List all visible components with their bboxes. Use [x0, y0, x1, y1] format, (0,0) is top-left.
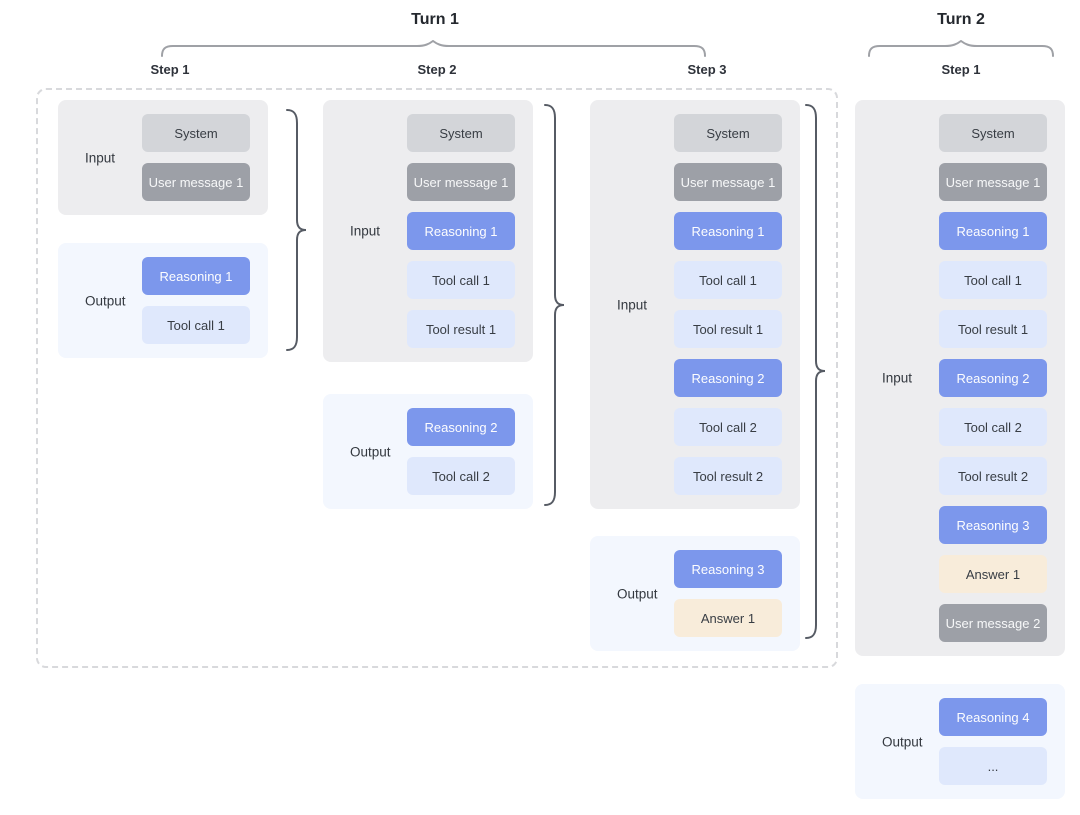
chip-tool: Tool result 2 [939, 457, 1047, 495]
chip-tool: Tool result 1 [674, 310, 782, 348]
chip-tool: Tool call 1 [674, 261, 782, 299]
chip-reasoning: Reasoning 1 [407, 212, 515, 250]
turn2-span-brace [868, 40, 1054, 57]
chip-system: System [939, 114, 1047, 152]
chip-answer: Answer 1 [674, 599, 782, 637]
chip-answer: Answer 1 [939, 555, 1047, 593]
chip-system: System [407, 114, 515, 152]
turn1-step3-label: Step 3 [687, 62, 727, 77]
chip-reasoning: Reasoning 1 [142, 257, 250, 295]
chip-reasoning: Reasoning 3 [939, 506, 1047, 544]
step2-to-step3-brace [544, 104, 565, 506]
input-label: Input [882, 370, 913, 386]
chip-user: User message 2 [939, 604, 1047, 642]
input-label: Input [617, 297, 648, 312]
chip-tool: Tool call 2 [407, 457, 515, 495]
chip-user: User message 1 [142, 163, 250, 201]
chip-reasoning: Reasoning 1 [939, 212, 1047, 250]
chip-tool: Tool call 2 [939, 408, 1047, 446]
chip-system: System [142, 114, 250, 152]
chip-list: Reasoning 3 Answer 1 [674, 536, 800, 651]
turn2-step1-output-panel: Output Reasoning 4... [855, 684, 1065, 799]
turn1-step1-label: Step 1 [150, 62, 190, 77]
chip-tool: Tool call 1 [407, 261, 515, 299]
input-label: Input [350, 223, 381, 239]
chip-reasoning: Reasoning 2 [674, 359, 782, 397]
output-label: Output [85, 293, 126, 308]
chip-tool: Tool result 1 [939, 310, 1047, 348]
chip-reasoning: Reasoning 4 [939, 698, 1047, 736]
output-label: Output [617, 586, 658, 601]
chip-list: Reasoning 4... [939, 684, 1065, 799]
turn1-step3-output-panel: Output Reasoning 3 Answer 1 [590, 536, 800, 651]
turn1-step1-output-panel: Output Reasoning 1 Tool call 1 [58, 243, 268, 358]
chip-list: Reasoning 1 Tool call 1 [142, 243, 268, 358]
chip-reasoning: Reasoning 2 [939, 359, 1047, 397]
step3-to-turn2-brace [805, 104, 826, 639]
chip-tool: Tool result 1 [407, 310, 515, 348]
chip-tool: Tool call 1 [142, 306, 250, 344]
chip-ellipsis: ... [939, 747, 1047, 785]
turn2-title: Turn 2 [937, 11, 985, 28]
chip-tool: Tool call 2 [674, 408, 782, 446]
chip-user: User message 1 [407, 163, 515, 201]
turn1-boundary [36, 88, 838, 668]
output-label: Output [882, 734, 923, 749]
turn2-step1-label: Step 1 [941, 62, 981, 77]
chip-reasoning: Reasoning 3 [674, 550, 782, 588]
turn1-step2-output-panel: Output Reasoning 2 Tool call 2 [323, 394, 533, 509]
step1-to-step2-brace [286, 109, 307, 351]
turn1-title: Turn 1 [411, 11, 459, 28]
chip-tool: Tool call 1 [939, 261, 1047, 299]
chip-user: User message 1 [939, 163, 1047, 201]
turn1-step2-label: Step 2 [417, 62, 457, 77]
input-label: Input [85, 150, 116, 165]
turn1-span-brace [161, 40, 706, 57]
chip-user: User message 1 [674, 163, 782, 201]
chip-reasoning: Reasoning 2 [407, 408, 515, 446]
chip-system: System [674, 114, 782, 152]
chip-reasoning: Reasoning 1 [674, 212, 782, 250]
chip-tool: Tool result 2 [674, 457, 782, 495]
output-label: Output [350, 444, 391, 459]
chip-list: Reasoning 2 Tool call 2 [407, 394, 533, 509]
